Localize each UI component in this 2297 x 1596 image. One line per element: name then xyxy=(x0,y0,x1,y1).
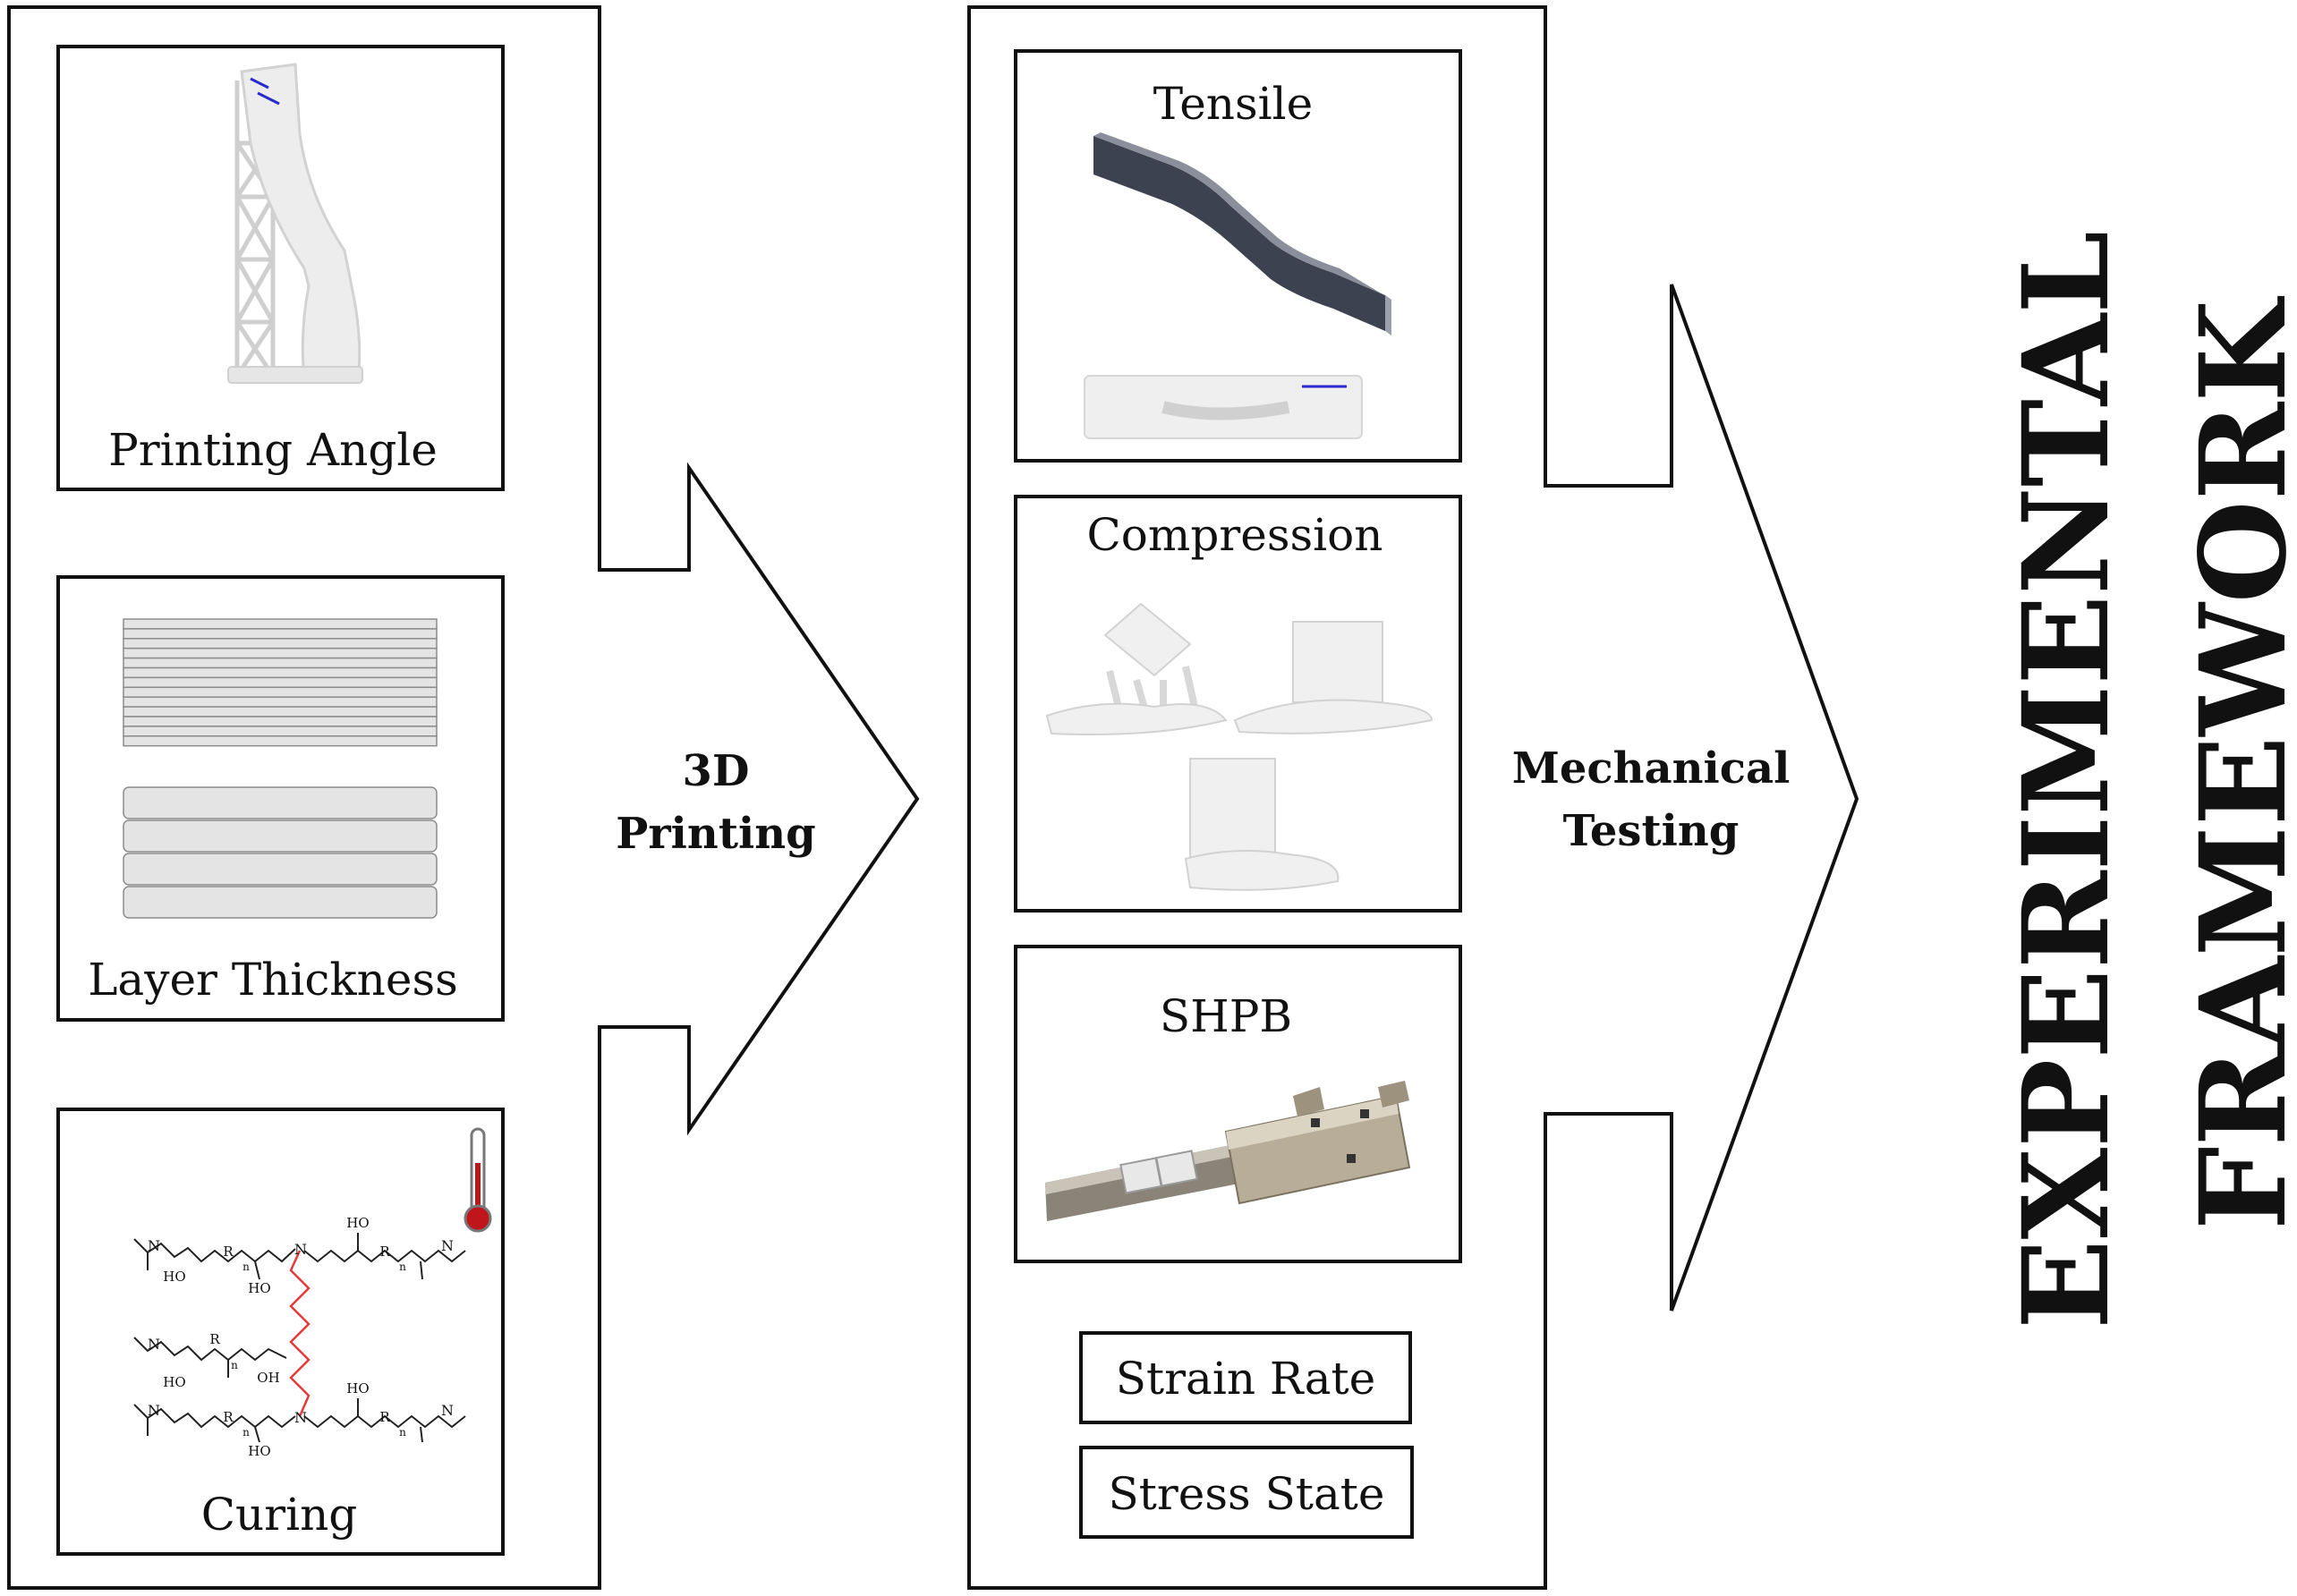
subscript-n: n xyxy=(231,1359,238,1371)
atom-label-oh: OH xyxy=(257,1370,279,1386)
atom-label-n: N xyxy=(148,1237,160,1254)
atom-label-r: R xyxy=(209,1331,220,1347)
thin-layer xyxy=(123,628,438,640)
shpb-panel: SHPB xyxy=(1014,945,1462,1263)
atom-label-ho: HO xyxy=(346,1215,369,1231)
subscript-n: n xyxy=(242,1426,250,1439)
thin-layer xyxy=(123,657,438,669)
atom-label-ho: HO xyxy=(346,1380,369,1396)
thick-layer xyxy=(123,853,438,886)
thin-layer xyxy=(123,726,438,737)
thermometer-icon xyxy=(464,1127,492,1233)
atom-label-r: R xyxy=(223,1409,234,1425)
printing-angle-panel: Printing Angle xyxy=(56,45,505,491)
thin-layer xyxy=(123,666,438,679)
thin-layer xyxy=(123,638,438,649)
printing-arrow-label-line1: 3D xyxy=(682,746,749,796)
atom-label-r: R xyxy=(223,1244,234,1260)
atom-label-r: R xyxy=(379,1244,390,1260)
thin-layer xyxy=(123,618,438,630)
strain-rate-label: Strain Rate xyxy=(1116,1353,1375,1405)
crosslink-chain xyxy=(289,1250,311,1417)
stress-state-box: Stress State xyxy=(1079,1446,1414,1539)
shpb-apparatus-image xyxy=(1045,1081,1411,1221)
compression-label: Compression xyxy=(1087,509,1383,561)
thick-layer xyxy=(123,886,438,919)
printing-arrow-label-line2: Printing xyxy=(616,809,815,859)
tensile-panel: Tensile xyxy=(1014,49,1462,463)
tensile-printed-specimen-image xyxy=(1084,375,1363,439)
atom-label-ho: HO xyxy=(248,1443,270,1459)
testing-arrow-label-line1: Mechanical xyxy=(1512,743,1791,794)
atom-label-n: N xyxy=(148,1402,160,1419)
testing-arrow-label-line2: Testing xyxy=(1563,806,1740,856)
thick-layers-illustration xyxy=(123,786,438,919)
layer-thickness-label: Layer Thickness xyxy=(88,954,458,1006)
framework-title-line1: EXPERIMENTAL xyxy=(1997,231,2136,1329)
shpb-label: SHPB xyxy=(1160,990,1292,1042)
framework-title-line2: FRAMEWORK xyxy=(2174,296,2297,1230)
thick-layer xyxy=(123,819,438,853)
polymer-network-structure xyxy=(133,1233,466,1443)
thin-layer xyxy=(123,676,438,689)
thick-layer xyxy=(123,786,438,819)
atom-label-n: N xyxy=(441,1402,454,1419)
angled-print-specimen-image xyxy=(227,63,363,384)
layer-thickness-panel: Layer Thickness xyxy=(56,575,505,1022)
subscript-n: n xyxy=(399,1426,406,1439)
tensile-label: Tensile xyxy=(1153,78,1314,130)
atom-label-r: R xyxy=(379,1409,390,1425)
compression-specimens-image xyxy=(1045,602,1433,891)
thin-layer xyxy=(123,647,438,659)
thin-layer xyxy=(123,735,438,747)
strain-rate-box: Strain Rate xyxy=(1079,1331,1412,1424)
subscript-n: n xyxy=(399,1261,406,1273)
atom-label-ho: HO xyxy=(248,1280,270,1296)
compression-panel: Compression xyxy=(1014,495,1462,913)
printing-angle-label: Printing Angle xyxy=(108,424,438,476)
thin-layer xyxy=(123,716,438,727)
atom-label-n: N xyxy=(294,1241,307,1258)
thin-layer xyxy=(123,696,438,708)
thin-layers-illustration xyxy=(123,618,438,747)
thin-layer xyxy=(123,706,438,717)
thin-layer xyxy=(123,686,438,698)
atom-label-ho: HO xyxy=(163,1269,185,1285)
subscript-n: n xyxy=(242,1261,250,1273)
atom-label-n: N xyxy=(148,1336,160,1353)
atom-label-n: N xyxy=(441,1237,454,1254)
curing-panel: N N N N N N N HO HO HO HO HO HO OH R R R… xyxy=(56,1108,505,1556)
stress-state-label: Stress State xyxy=(1109,1468,1385,1520)
tensile-specimen-model xyxy=(1093,132,1391,335)
atom-label-n: N xyxy=(294,1409,307,1426)
curing-label: Curing xyxy=(201,1489,358,1541)
atom-label-ho: HO xyxy=(163,1374,185,1390)
